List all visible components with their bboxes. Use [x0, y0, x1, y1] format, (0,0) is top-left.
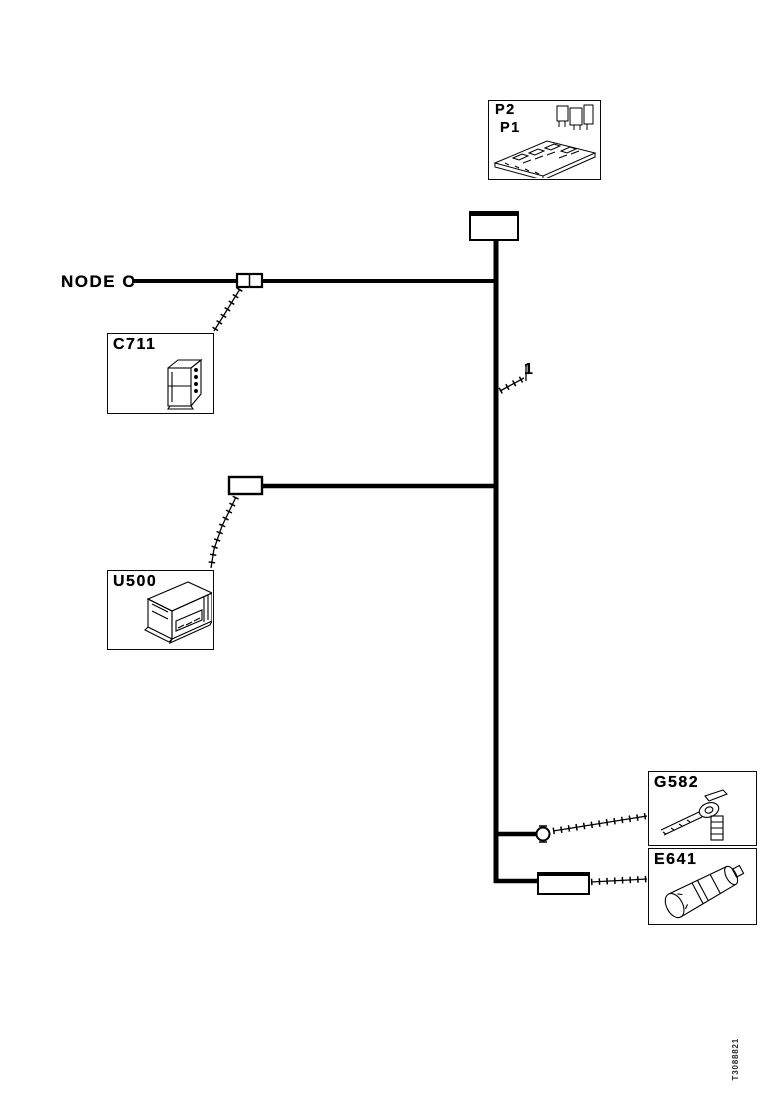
- leader-e641: [590, 875, 648, 886]
- p1-label: P1: [500, 120, 521, 136]
- u500-label: U500: [113, 573, 158, 590]
- node-c-connector: [235, 272, 264, 289]
- g582-label: G582: [654, 774, 700, 791]
- callout-c711: C711: [107, 333, 214, 414]
- leader-u500: [207, 495, 239, 569]
- callout-p-box: P2 P1: [488, 100, 601, 180]
- document-number-vertical: T3088821: [731, 1038, 740, 1081]
- callout-g582: G582: [648, 771, 757, 846]
- middle-connector: [227, 475, 264, 496]
- leader-wire-number: [498, 364, 527, 394]
- callout-u500: U500: [107, 570, 214, 650]
- leader-g582: [552, 812, 648, 835]
- top-connector: [469, 211, 519, 241]
- wire-number-label: 1: [524, 361, 533, 378]
- node-c-label: NODE C: [61, 272, 137, 291]
- leader-c711: [211, 287, 243, 333]
- bottom-connector: [537, 872, 590, 895]
- callout-e641: E641: [648, 848, 757, 925]
- ring-terminal-connector: [535, 825, 551, 843]
- e641-label: E641: [654, 851, 698, 868]
- c711-label: C711: [113, 336, 157, 353]
- p2-label: P2: [495, 102, 516, 118]
